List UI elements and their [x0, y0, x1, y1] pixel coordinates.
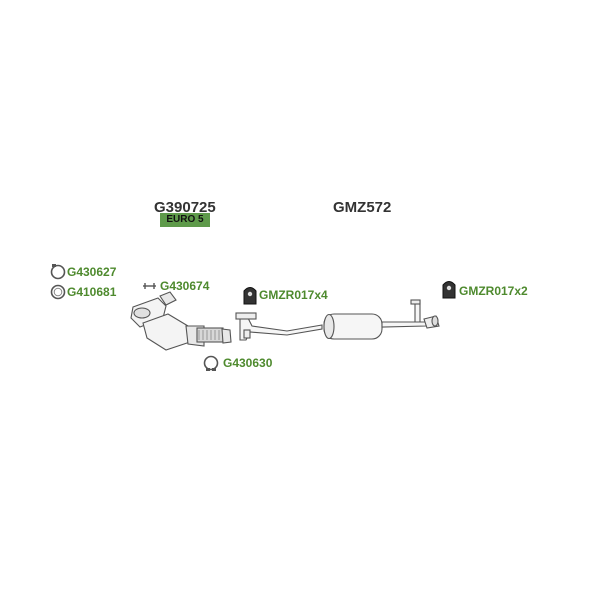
part-label-mount-front[interactable]: GMZR017x4: [259, 288, 328, 302]
part-label-bolt[interactable]: G430674: [160, 279, 210, 293]
part-label-clamp-b[interactable]: G430630: [223, 356, 273, 370]
gasket-ring-icon[interactable]: [50, 284, 66, 300]
bolt-icon[interactable]: [143, 283, 156, 289]
clamp-ring-icon[interactable]: [203, 355, 219, 372]
rubber-mount-icon[interactable]: [243, 287, 257, 305]
rubber-mount-icon[interactable]: [442, 281, 456, 299]
part-label-gasket-a[interactable]: G410681: [67, 285, 117, 299]
front-assembly-code[interactable]: G390725: [154, 199, 216, 216]
dpf-catalyst-unit[interactable]: [130, 291, 232, 351]
exhaust-pipe-assembly[interactable]: [235, 299, 440, 341]
rear-assembly-code[interactable]: GMZ572: [333, 199, 392, 216]
part-label-clamp-a[interactable]: G430627: [67, 265, 117, 279]
euro-5-badge: EURO 5: [160, 213, 210, 227]
clamp-ring-icon[interactable]: [50, 264, 66, 280]
part-label-mount-rear[interactable]: GMZR017x2: [459, 284, 528, 298]
